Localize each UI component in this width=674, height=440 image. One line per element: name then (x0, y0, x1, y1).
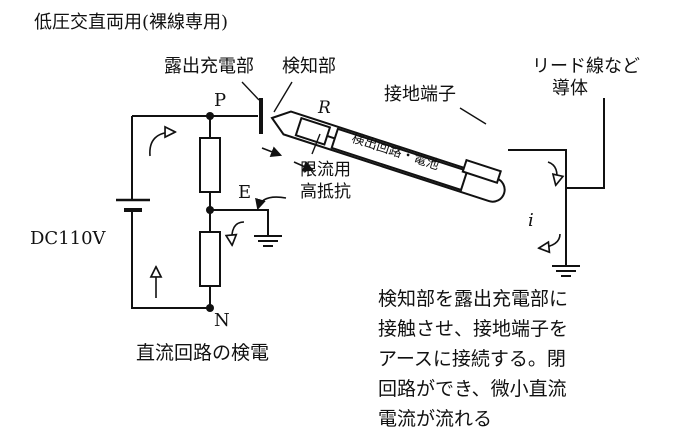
node-e-dot (206, 206, 214, 214)
lead-wire (508, 149, 567, 266)
leader-exposed-live-part (241, 81, 260, 101)
description-line: 検知部を露出充電部に (378, 288, 569, 310)
detector-label: 検知部 (282, 56, 336, 77)
current-arrow-lead-bottom (540, 233, 561, 248)
lower-resistor (199, 231, 221, 287)
node-n-dot (206, 304, 214, 312)
current-arrow-p-detector (261, 146, 283, 157)
limit-resistor-label-2: 高抵抗 (300, 182, 351, 202)
limit-resistor-label-1: 限流用 (300, 160, 351, 180)
node-p-label: P (214, 90, 227, 111)
leader-ground-terminal (459, 107, 487, 125)
e-ground-wire (210, 209, 269, 236)
description-line: 接触させ、接地端子を (378, 318, 569, 340)
description-line: 回路ができ、微小直流 (378, 378, 567, 400)
caption: 直流回路の検電 (136, 342, 270, 364)
leader-detector (273, 81, 293, 113)
ground-terminal-box (461, 158, 502, 184)
left-wire (131, 115, 258, 309)
current-arrow-lead-top (547, 161, 557, 184)
node-e-label: E (238, 182, 252, 203)
upper-resistor (199, 137, 221, 193)
leader-limit-resistor (311, 133, 321, 155)
lead-label-line (566, 98, 605, 189)
circuit-box (330, 127, 469, 192)
description: 検知部を露出充電部に 接触させ、接地端子を アースに接続する。閉 回路ができ、微… (378, 284, 568, 434)
ground-terminal-label: 接地端子 (384, 84, 456, 105)
title: 低圧交直両用(裸線専用) (34, 12, 229, 33)
current-arrow-probe (293, 161, 315, 172)
lead-line-label-1: リード線など (532, 56, 640, 77)
exposed-live-part-label: 露出充電部 (164, 56, 254, 77)
detector-probe (270, 110, 506, 203)
dc-voltage-label: DC110V (30, 228, 106, 249)
current-i-label: i (528, 210, 534, 231)
node-p-dot (206, 112, 214, 120)
description-line: アースに接続する。閉 (378, 348, 566, 370)
lead-line-label-2: 導体 (552, 78, 588, 99)
current-arrow-e (255, 196, 287, 211)
node-n-label: N (214, 310, 230, 331)
current-arrow-ground (232, 221, 245, 244)
current-arrow-top-left (149, 132, 174, 157)
description-line: 電流が流れる (378, 408, 493, 430)
resistor-r-label: R (318, 98, 331, 118)
